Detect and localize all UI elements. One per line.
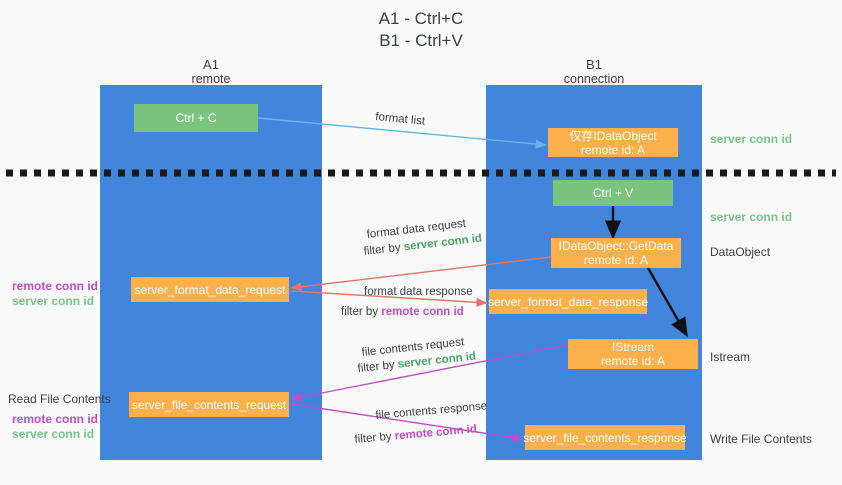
arrow-getdata-to-istream <box>646 267 688 338</box>
node-server-format-data-response-label: server_format_data_response <box>487 294 649 309</box>
left-label-remote-conn-id-bottom: remote conn id <box>12 412 99 426</box>
title-line-1: A1 - Ctrl+C <box>378 9 464 28</box>
right-label-istream: Istream <box>710 350 751 364</box>
arrow-format-data-request <box>290 256 552 292</box>
node-istream-sublabel: remote id: A <box>600 354 666 368</box>
arrow-file-contents-request <box>290 344 568 402</box>
title-line-2: B1 - Ctrl+V <box>379 31 463 50</box>
node-ctrl-v-label: Ctrl + V <box>592 186 634 200</box>
right-label-write-file-contents: Write File Contents <box>710 432 812 446</box>
node-idataobject-getdata-sublabel: remote id: A <box>583 253 649 267</box>
right-label-server-conn-id-second: server conn id <box>710 210 793 224</box>
node-istream-label: IStream <box>611 340 654 354</box>
node-ctrl-c-label: Ctrl + C <box>175 111 217 125</box>
filter-prefix: filter by <box>354 430 396 446</box>
node-server-file-contents-response[interactable]: server_file_contents_response <box>523 425 687 450</box>
right-label-server-conn-id-top: server conn id <box>710 132 793 146</box>
node-idataobject-create[interactable]: 仅存IDataObject remote id: A <box>548 128 678 157</box>
node-server-format-data-response[interactable]: server_format_data_response <box>487 289 649 314</box>
page-title: A1 - Ctrl+C B1 - Ctrl+V <box>0 8 842 52</box>
left-label-read-file-contents: Read File Contents <box>8 392 111 406</box>
left-label-server-conn-id-mid: server conn id <box>12 294 95 308</box>
node-server-file-contents-request-label: server_file_contents_request <box>131 397 287 412</box>
node-ctrl-v[interactable]: Ctrl + V <box>553 180 673 206</box>
column-a1-sub: remote <box>191 72 231 86</box>
edge-label-format-data-response: format data response <box>364 286 473 298</box>
node-idataobject-getdata-label: IDataObject::GetData <box>558 239 674 253</box>
filter-key-remote-conn-id: remote conn id <box>381 306 464 318</box>
arrow-format-list <box>257 117 547 149</box>
node-server-format-data-request-label: server_format_data_request <box>134 282 286 297</box>
column-b1-sub: connection <box>563 72 625 86</box>
arrow-file-contents-response <box>290 403 524 442</box>
left-label-remote-conn-id-mid: remote conn id <box>12 279 99 293</box>
node-server-file-contents-response-label: server_file_contents_response <box>523 430 687 445</box>
node-idataobject-create-sublabel: remote id: A <box>580 142 646 157</box>
column-header-a1: A1 remote <box>130 57 292 87</box>
node-ctrl-c[interactable]: Ctrl + C <box>134 104 258 132</box>
node-server-format-data-request[interactable]: server_format_data_request <box>131 277 289 302</box>
node-idataobject-create-label: 仅存IDataObject <box>569 128 657 143</box>
column-header-b1: B1 connection <box>513 57 675 87</box>
node-istream[interactable]: IStream remote id: A <box>568 339 698 369</box>
arrow-format-data-response <box>290 290 488 307</box>
filter-prefix: filter by <box>341 306 382 318</box>
right-label-dataobject: DataObject <box>710 245 771 259</box>
node-server-file-contents-request[interactable]: server_file_contents_request <box>129 392 289 417</box>
edge-label-format-data-response-filter: filter by remote conn id <box>341 305 464 319</box>
node-idataobject-getdata[interactable]: IDataObject::GetData remote id: A <box>551 238 681 268</box>
column-a1-name: A1 <box>203 57 219 72</box>
left-label-server-conn-id-bottom: server conn id <box>12 427 95 441</box>
column-b1-name: B1 <box>586 57 602 72</box>
